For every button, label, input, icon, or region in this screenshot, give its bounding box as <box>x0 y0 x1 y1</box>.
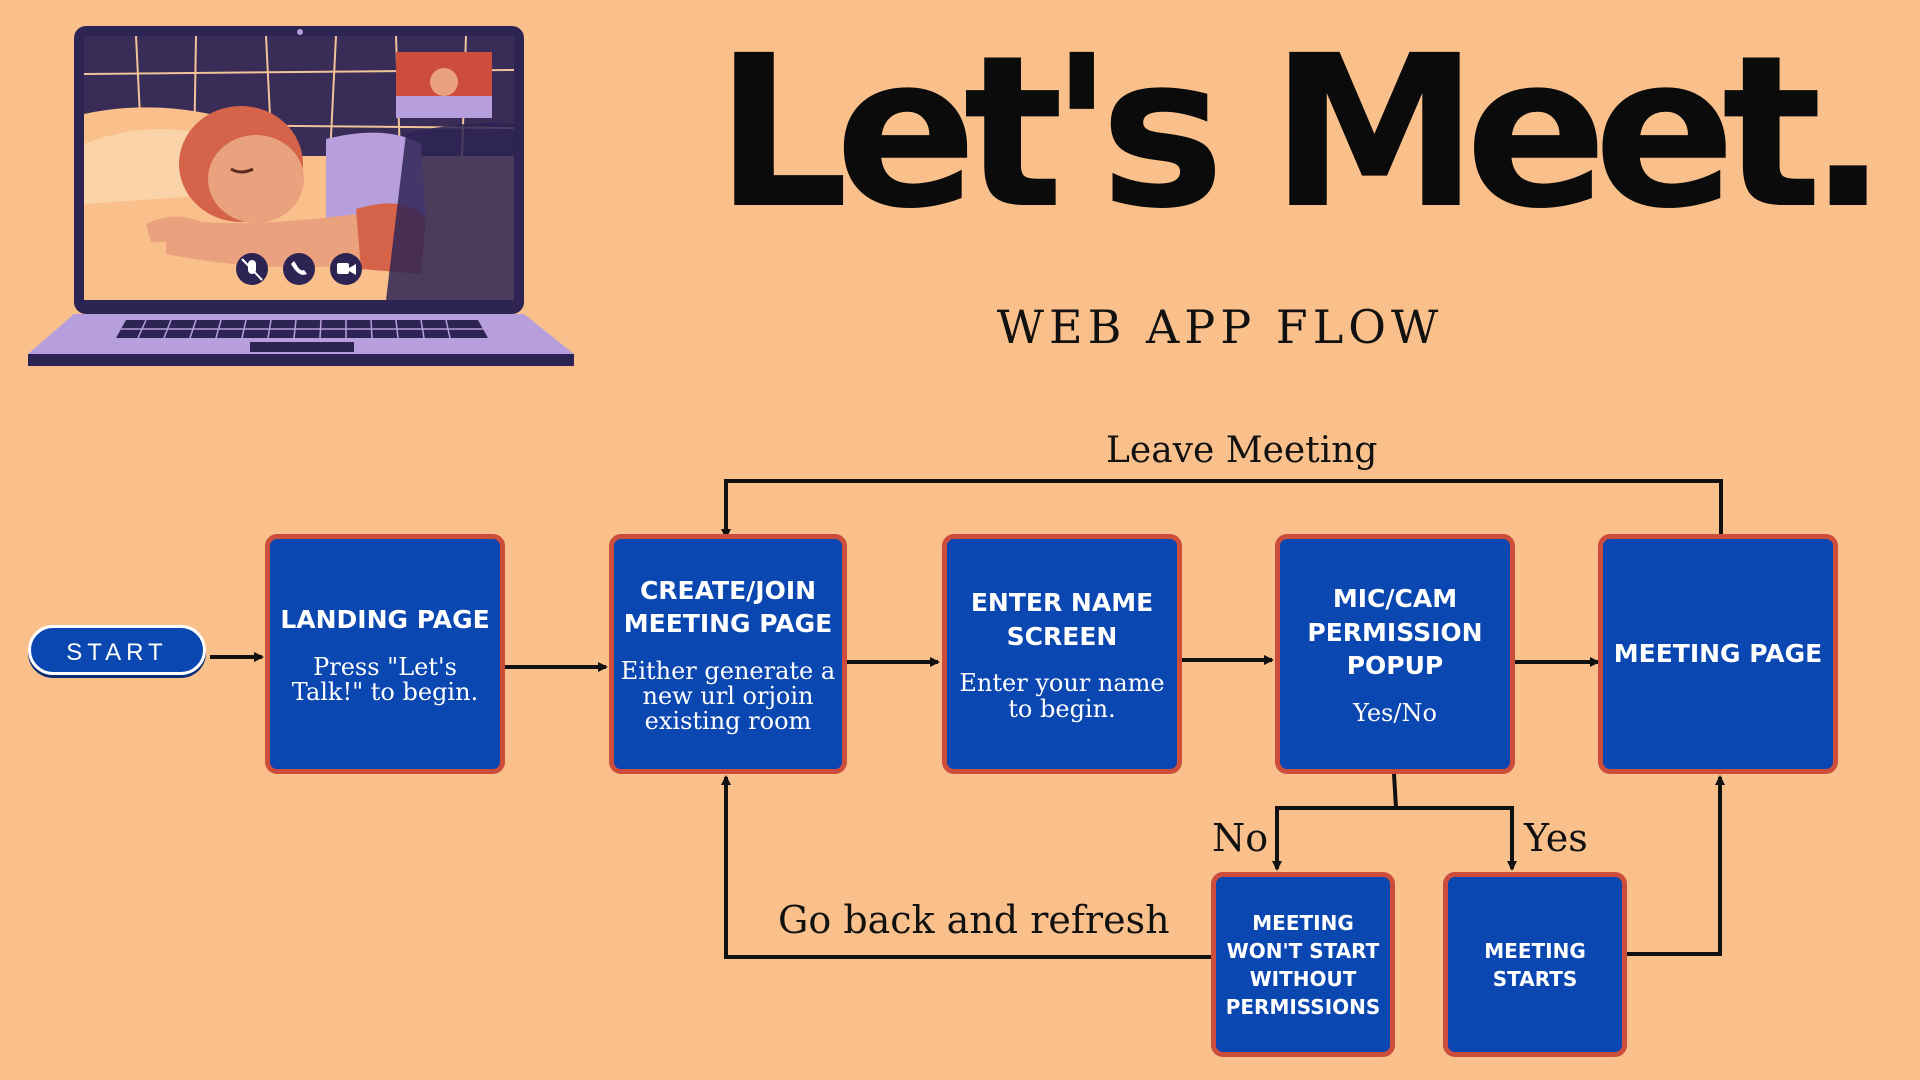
enter-name-title: ENTER NAME SCREEN <box>970 588 1154 651</box>
permission-popup-title: MIC/CAM PERMISSION POPUP <box>1307 584 1483 681</box>
landing-page-text: Press "Let's Talk!" to begin. <box>291 652 479 706</box>
page-subtitle: WEB APP FLOW <box>996 300 1444 354</box>
go-back-label: Go back and refresh <box>778 898 1170 942</box>
phone-icon <box>283 253 315 285</box>
meeting-wont-start-box: MEETING WON'T START WITHOUT PERMISSIONS <box>1211 872 1395 1057</box>
arrow-starts-to-meeting <box>1627 775 1725 956</box>
landing-page-title: LANDING PAGE <box>280 605 490 635</box>
meeting-wont-start-title: MEETING WON'T START WITHOUT PERMISSIONS <box>1225 910 1381 1019</box>
meeting-starts-title: MEETING STARTS <box>1484 938 1586 991</box>
start-terminal: START <box>28 625 206 675</box>
landing-page-box: LANDING PAGE Press "Let's Talk!" to begi… <box>265 534 505 774</box>
laptop-video-call-illustration <box>28 26 574 366</box>
meeting-page-title: MEETING PAGE <box>1613 639 1823 669</box>
create-join-title: CREATE/JOIN MEETING PAGE <box>623 575 833 639</box>
permission-popup-box: MIC/CAM PERMISSION POPUP Yes/No <box>1275 534 1515 774</box>
mic-off-icon <box>236 253 268 285</box>
yes-label: Yes <box>1524 816 1588 860</box>
no-label: No <box>1212 816 1269 860</box>
create-join-text: Either generate a new url orjoin existin… <box>620 656 836 736</box>
meeting-starts-box: MEETING STARTS <box>1443 872 1627 1057</box>
create-join-box: CREATE/JOIN MEETING PAGE Either generate… <box>609 534 847 774</box>
leave-meeting-label: Leave Meeting <box>1106 430 1378 471</box>
meeting-page-box: MEETING PAGE <box>1598 534 1838 774</box>
arrow-permission-yes <box>1396 806 1517 871</box>
arrow-permission-split <box>1272 773 1399 871</box>
page-title: Let's Meet. <box>715 10 1888 255</box>
video-icon <box>330 253 362 285</box>
enter-name-text: Enter your name to begin. <box>959 669 1165 723</box>
arrow-go-back <box>721 775 1211 959</box>
arrow-leave-meeting <box>721 479 1723 539</box>
permission-popup-text: Yes/No <box>1353 698 1437 727</box>
enter-name-box: ENTER NAME SCREEN Enter your name to beg… <box>942 534 1182 774</box>
